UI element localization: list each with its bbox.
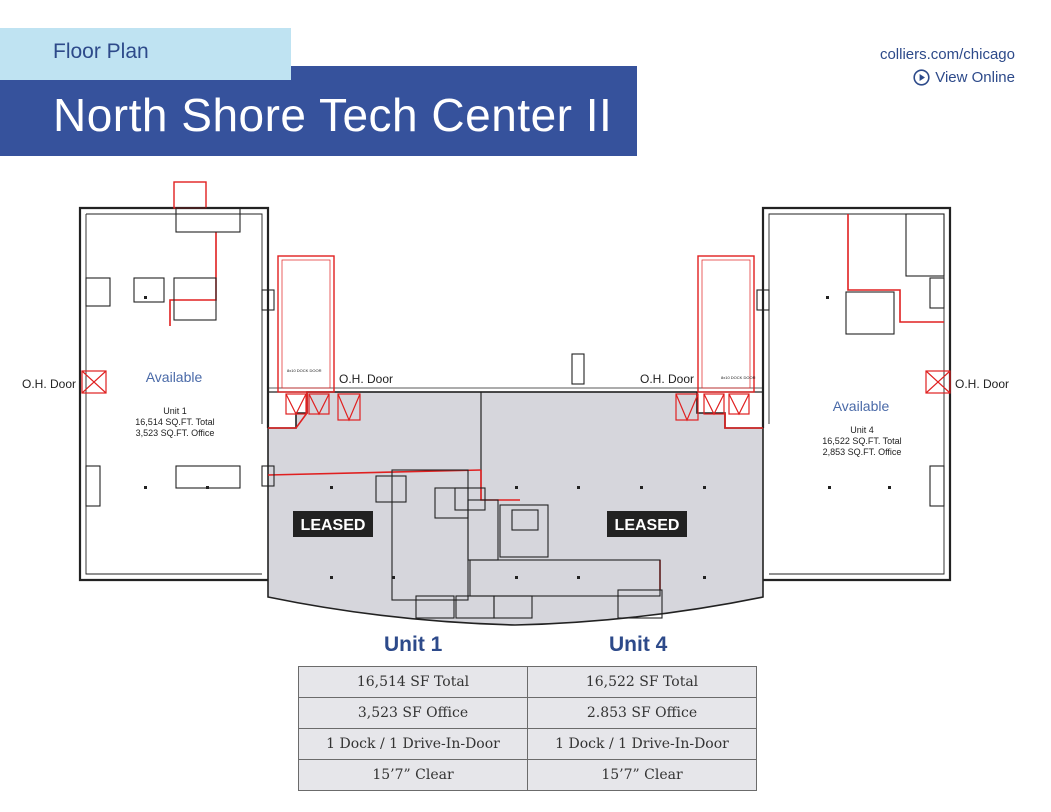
- unit4-office-cell: 2.853 SF Office: [527, 697, 757, 729]
- view-online-label: View Online: [935, 69, 1015, 86]
- unit4-dock-cell: 1 Dock / 1 Drive-In-Door: [527, 728, 757, 760]
- floor-plan: O.H. Door O.H. Door O.H. Door O.H. Door …: [22, 181, 1009, 626]
- unit1-heading: Unit 1: [384, 633, 443, 656]
- unit1-status: Available: [146, 369, 203, 385]
- unit1-dock-cell: 1 Dock / 1 Drive-In-Door: [298, 728, 528, 760]
- table-row: 1 Dock / 1 Drive-In-Door 1 Dock / 1 Driv…: [298, 728, 757, 760]
- dock-door-label-left: 8x10 DOCK DOOR: [287, 368, 322, 373]
- floor-plan-tag: Floor Plan: [0, 28, 291, 80]
- unit4-name: Unit 4: [850, 425, 874, 435]
- dock-door-label-right: 8x10 DOCK DOOR: [721, 375, 756, 380]
- unit1-total-cell: 16,514 SF Total: [298, 666, 528, 698]
- unit4-office: 2,853 SQ.FT. Office: [823, 447, 902, 457]
- view-online-link[interactable]: View Online: [913, 69, 1015, 86]
- leased-badge-right: [607, 511, 687, 537]
- leased-area: [267, 391, 764, 626]
- unit1-office: 3,523 SQ.FT. Office: [136, 428, 215, 438]
- table-row: 15’7” Clear 15’7” Clear: [298, 759, 757, 791]
- oh-door-label-right: O.H. Door: [955, 377, 1009, 391]
- unit1-office-cell: 3,523 SF Office: [298, 697, 528, 729]
- unit4-heading: Unit 4: [609, 633, 668, 656]
- table-row: 16,514 SF Total 16,522 SF Total: [298, 666, 757, 698]
- play-circle-icon: [913, 69, 930, 86]
- unit4-clear-cell: 15’7” Clear: [527, 759, 757, 791]
- oh-door-label-center-left: O.H. Door: [339, 372, 393, 386]
- website-link[interactable]: colliers.com/chicago: [879, 46, 1015, 63]
- unit4-status: Available: [833, 398, 890, 414]
- unit1-outline: [78, 206, 270, 582]
- specs-table: 16,514 SF Total 16,522 SF Total 3,523 SF…: [298, 666, 757, 791]
- unit1-name: Unit 1: [163, 406, 187, 416]
- unit4-total-cell: 16,522 SF Total: [527, 666, 757, 698]
- leased-badge-left: [293, 511, 373, 537]
- title-banner: North Shore Tech Center II: [0, 66, 637, 156]
- unit4-total: 16,522 SQ.FT. Total: [822, 436, 901, 446]
- leased-label-left: LEASED: [301, 517, 366, 534]
- oh-door-label-center-right: O.H. Door: [640, 372, 694, 386]
- unit1-clear-cell: 15’7” Clear: [298, 759, 528, 791]
- leased-label-right: LEASED: [615, 517, 680, 534]
- floor-plan-label: Floor Plan: [53, 40, 149, 63]
- page-title: North Shore Tech Center II: [53, 89, 613, 141]
- oh-door-label-left: O.H. Door: [22, 377, 76, 391]
- unit4-outline: [761, 206, 952, 582]
- table-row: 3,523 SF Office 2.853 SF Office: [298, 697, 757, 729]
- unit1-total: 16,514 SQ.FT. Total: [135, 417, 214, 427]
